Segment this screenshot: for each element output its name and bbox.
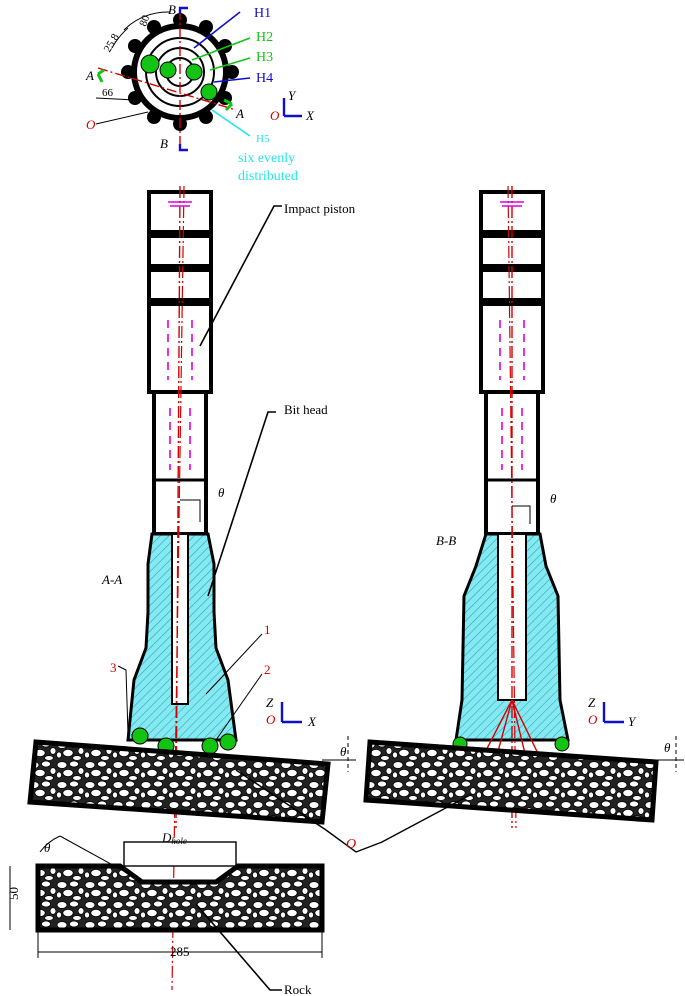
insert-h4: [200, 83, 218, 101]
hole-h5-label: H5: [256, 133, 270, 145]
piston-ring-3: [149, 298, 211, 306]
origin-label: O: [346, 837, 356, 852]
axis-gizmo-right: [602, 702, 624, 724]
rock-left: θ: [27, 736, 356, 825]
cut-b-bottom-label: B: [160, 136, 168, 151]
piston-dashes-right: [499, 201, 525, 470]
hole-note-line2: distributed: [238, 169, 298, 184]
rock-sample-block: [35, 863, 325, 933]
angle-mark-right: θ: [550, 491, 557, 506]
dim-25: 25.8: [102, 31, 122, 54]
rock-sample: Dhole 50 285 θ Rock: [6, 830, 325, 996]
impact-piston-leader: [199, 205, 282, 347]
part-1-label: 1: [264, 622, 271, 637]
axis-right-z: Z: [588, 695, 596, 710]
origin-leader: [95, 111, 149, 125]
insert-left-2: [201, 737, 219, 755]
angle-leader-sample: [59, 835, 141, 881]
insert-left-3: [131, 727, 149, 745]
section-aa-label: A-A: [101, 572, 122, 587]
rock-block-left: [27, 739, 331, 825]
dim-66-line: [95, 97, 135, 101]
dim-66: 66: [102, 87, 114, 99]
cut-b-top-label: B: [168, 2, 176, 17]
axis-left-x: X: [307, 714, 317, 729]
rock-thickness-dim: 50: [6, 887, 21, 900]
flush-channel-left: [171, 533, 189, 705]
top-axis-x: X: [305, 108, 315, 123]
h1-leader: [193, 11, 241, 49]
rock-leader: [195, 903, 282, 991]
centerline-left: [175, 185, 181, 829]
bit-head-label: Bit head: [284, 402, 328, 417]
piston-dashes-left: [167, 201, 193, 470]
angle-mark-sample: θ: [44, 840, 51, 855]
axis-left-z: Z: [266, 695, 274, 710]
angle-arc-sample: [39, 835, 61, 853]
axis-right-o: O: [588, 712, 598, 727]
insert-left-b: [219, 733, 237, 751]
top-axis-y: Y: [288, 88, 297, 103]
angle-mark-rock-left: θ: [340, 744, 347, 759]
h4-leader: [213, 77, 251, 83]
origin-leader-shared: [235, 769, 473, 853]
hole-h2-label: H2: [256, 30, 273, 45]
part-2-leader: [215, 673, 263, 741]
dim-80: 80: [137, 13, 152, 28]
hole-note-line1: six evenly: [238, 151, 295, 166]
bit-head-leader: [207, 411, 276, 597]
origin-label-top: O: [86, 117, 96, 132]
top-view: B B A A 80 25.8 66 O H1 H2 H3 H4 H5 six …: [85, 2, 315, 184]
axis-left-o: O: [266, 712, 276, 727]
h2-leader: [191, 37, 251, 61]
rock-label: Rock: [284, 982, 312, 996]
shank-left: [152, 390, 208, 536]
part-3-leader: [117, 665, 129, 735]
top-axis-o: O: [270, 108, 280, 123]
hole-diameter-label: Dhole: [161, 830, 187, 846]
top-axis-gizmo: [282, 98, 302, 118]
cut-a-left-arrow: [96, 68, 105, 83]
cut-a-right-label: A: [235, 106, 244, 121]
dim-80-arc: [123, 11, 171, 31]
insert-h2: [159, 61, 177, 79]
part-3-label: 3: [110, 660, 117, 675]
h5-leader: [211, 109, 251, 137]
part-1-leader: [205, 633, 263, 695]
section-line-aa: [97, 67, 237, 111]
axis-right-y: Y: [628, 714, 637, 729]
dim-25-arc: [111, 27, 129, 49]
angle-mark-left: θ: [218, 485, 225, 500]
section-aa-view: θ A-A Impact piston Bit head 1 2 3 O Z X: [101, 185, 356, 991]
insert-center: [185, 63, 203, 81]
cut-a-right-arrow: [223, 98, 234, 112]
hole-dim-box: [123, 841, 237, 867]
h3-leader: [209, 57, 251, 71]
bit-step-left: [180, 499, 201, 522]
bit-step-right: [512, 505, 531, 524]
hole-h1-label: H1: [254, 6, 271, 21]
part-2-label: 2: [264, 662, 271, 677]
cut-b-bottom-arrow: [178, 144, 188, 152]
hole-h3-label: H3: [256, 50, 273, 65]
cut-a-left-label: A: [85, 68, 94, 83]
rock-block-right: [363, 739, 659, 823]
axis-gizmo-left: [280, 702, 302, 724]
centerline-right-tilt: [507, 185, 517, 829]
insert-right-b: [554, 736, 570, 752]
hole-h4-label: H4: [256, 71, 273, 86]
section-bb-view: θ B-B O Z Y: [436, 185, 637, 829]
angle-mark-rock-right: θ: [664, 740, 671, 755]
rock-right: θ: [363, 736, 684, 823]
cut-b-top-arrow: [178, 6, 188, 14]
section-bb-label: B-B: [436, 533, 456, 548]
rock-width-dim: 285: [170, 944, 190, 959]
impact-piston-label: Impact piston: [284, 201, 356, 216]
insert-h3: [140, 54, 160, 74]
